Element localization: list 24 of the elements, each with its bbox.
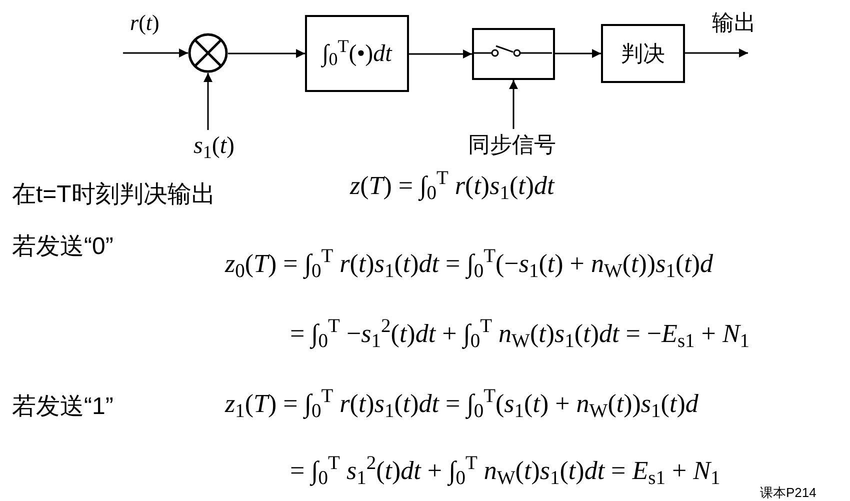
signal-label: s$_{1}$(t) [193,132,234,164]
multiplier-symbol [188,33,228,73]
block-label: 判决 [621,40,665,68]
arrow [123,48,188,58]
arrow [204,73,212,130]
edge-label: r(t) [130,9,160,37]
equation: z(T) = ∫$_{0}$$^{T}$ r(t)s$_{1}$(t)dt [350,170,554,202]
page-reference: 课本P214 [760,485,816,501]
edge-label: 输出 [712,9,756,37]
equation: = ∫$_{0}$$^{T}$ s$_{1}$$^{2}$(t)dt + ∫$_{0}$$^{T}$ n$_{W}$(t)s$_{1}$(t)dt = E$_{s1}$ + N$_{1}$ [290,455,720,488]
case-heading: 若发送“0” [12,232,114,262]
arrow [409,50,472,58]
equation: z$_{1}$(T) = ∫$_{0}$$^{T}$ r(t)s$_{1}$(t)dt = ∫$_{0}$$^{T}$(s$_{1}$(t) + n$_{W}$(t))s$_{1}$(t)d [225,388,698,420]
arrow [685,48,748,58]
arrow [228,49,305,58]
case-heading: 若发送“1” [12,392,114,422]
equation: z$_{0}$(T) = ∫$_{0}$$^{T}$ r(t)s$_{1}$(t)dt = ∫$_{0}$$^{T}$(−s$_{1}$(t) + n$_{W}$(t))s$_{1}$(t)d [225,248,714,280]
sync-signal-label: 同步信号 [468,130,556,158]
block-label: ∫$_{0}$$^{T}$(•)dt [322,36,392,71]
arrow [555,49,601,58]
statement-text: 在t=T时刻判决输出 [12,180,216,210]
arrow [509,80,518,129]
switch-box [472,28,555,80]
equation: = ∫$_{0}$$^{T}$ −s$_{1}$$^{2}$(t)dt + ∫$_{0}$$^{T}$ n$_{W}$(t)s$_{1}$(t)dt = −E$_{s1}$ + N$_{1}$ [290,318,750,350]
